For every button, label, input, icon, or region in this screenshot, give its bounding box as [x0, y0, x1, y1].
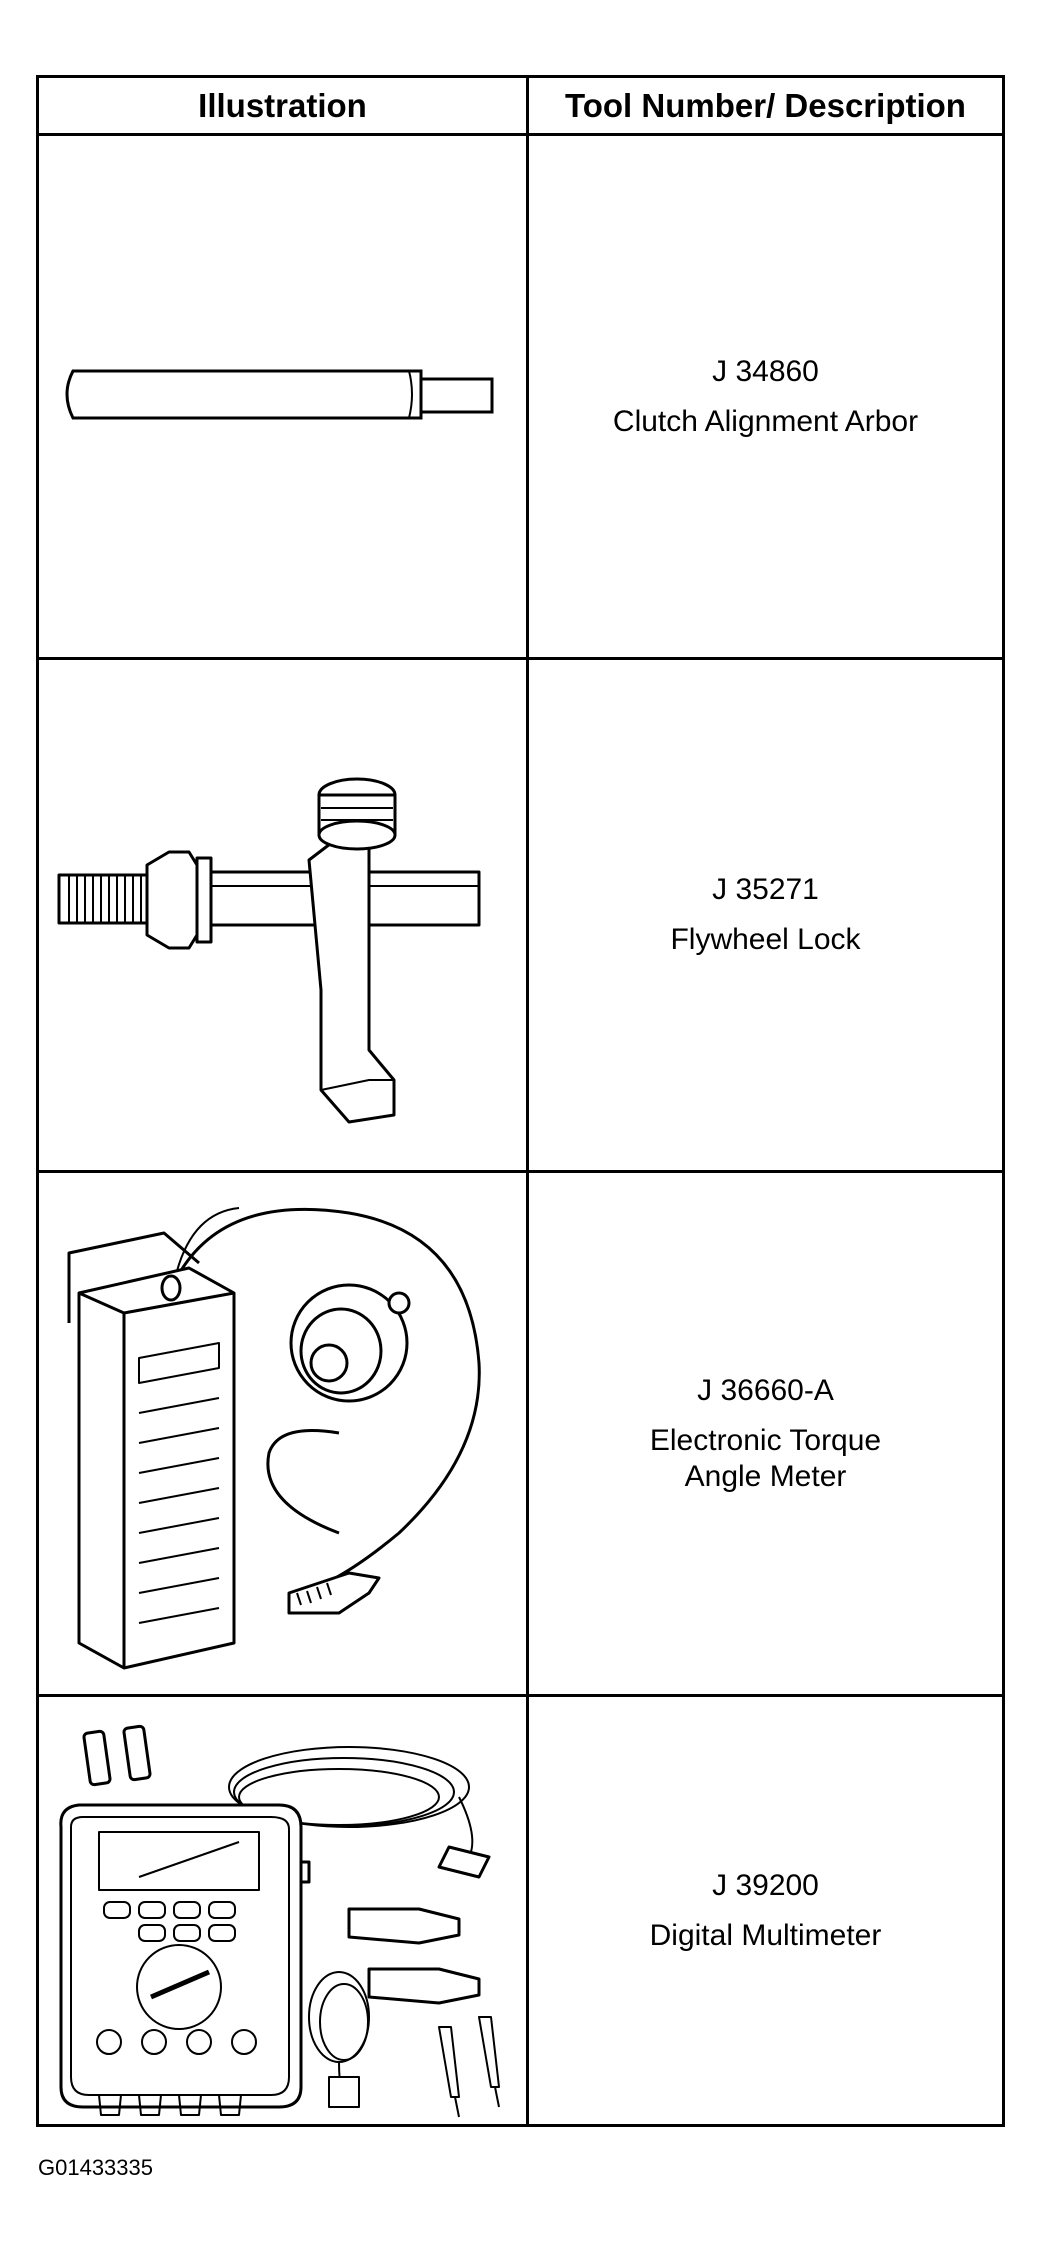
tools-table: Illustration Tool Number/ Description J … — [36, 75, 1005, 2127]
tool-number: J 34860 — [712, 354, 819, 388]
illustration-cell — [39, 1173, 526, 1694]
tool-number: J 36660-A — [697, 1373, 834, 1407]
torque-angle-meter-icon — [67, 1207, 481, 1670]
tool-number: J 39200 — [712, 1868, 819, 1902]
illustration-cell — [39, 136, 526, 657]
illustration-cell — [39, 660, 526, 1170]
table-header: Illustration Tool Number/ Description — [39, 78, 1002, 136]
tool-description: Clutch Alignment Arbor — [612, 404, 919, 438]
tool-description: Electronic Torque Angle Meter — [649, 1423, 882, 1493]
digital-multimeter-icon — [59, 1724, 500, 2118]
header-tool-number: Tool Number/ Description — [565, 86, 966, 124]
table-row: J 35271 Flywheel Lock — [39, 660, 1002, 1173]
description-cell: J 36660-A Electronic Torque Angle Meter — [529, 1173, 1002, 1694]
description-cell: J 34860 Clutch Alignment Arbor — [529, 136, 1002, 657]
description-cell: J 39200 Digital Multimeter — [529, 1697, 1002, 2124]
tool-description: Digital Multimeter — [649, 1918, 882, 1952]
table-row: J 39200 Digital Multimeter — [39, 1697, 1002, 2124]
clutch-alignment-arbor-icon — [65, 369, 494, 420]
table-row: J 34860 Clutch Alignment Arbor — [39, 136, 1002, 660]
figure-id: G01433335 — [38, 2155, 153, 2180]
tool-number: J 35271 — [712, 873, 819, 906]
column-divider — [526, 78, 529, 2124]
table-row: J 36660-A Electronic Torque Angle Meter — [39, 1173, 1002, 1697]
description-cell: J 35271 Flywheel Lock — [529, 660, 1002, 1170]
tool-description: Flywheel Lock — [670, 923, 861, 956]
illustration-cell — [39, 1697, 526, 2124]
flywheel-lock-icon — [57, 777, 481, 1124]
header-illustration: Illustration — [198, 86, 367, 124]
